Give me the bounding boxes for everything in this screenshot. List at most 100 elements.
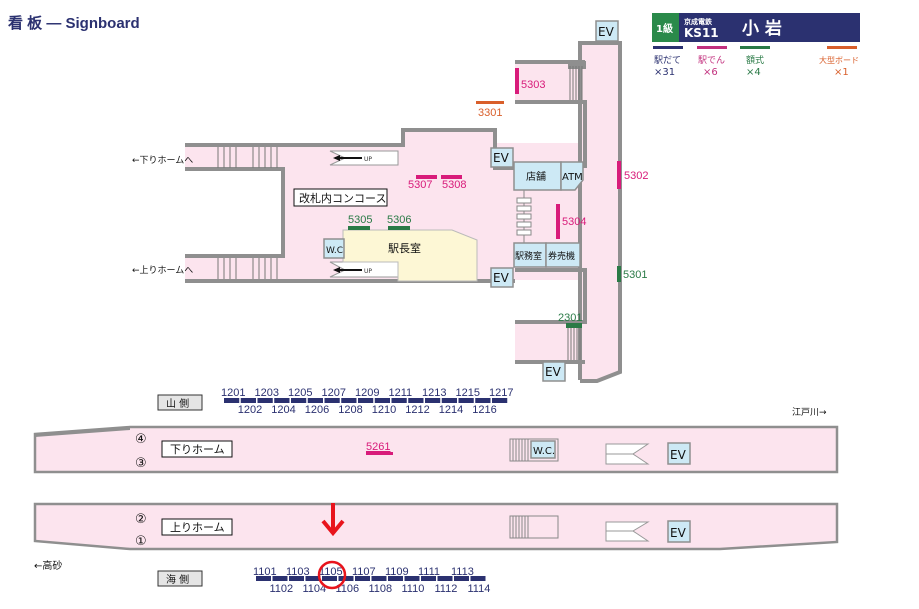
board-label: 1215	[456, 387, 480, 399]
page-title: 看 板 — Signboard	[8, 14, 140, 32]
escalator-up-label: UP	[364, 156, 372, 163]
ev-label: EV	[493, 151, 510, 165]
board-marker	[404, 576, 420, 581]
board-marker	[441, 398, 457, 403]
board-3301-label: 3301	[478, 107, 502, 119]
board-5305-label: 5305	[348, 214, 372, 226]
signboards-concourse: 5303 3301 5307 5308 5305 5306 5302 5304 …	[348, 68, 648, 328]
atm-label: ATM	[562, 172, 583, 183]
board-marker	[305, 576, 321, 581]
board-label: 1113	[451, 566, 474, 578]
stationmaster-label: 駅長室	[388, 241, 421, 255]
to-down-platform-label: ←下りホームへ	[132, 155, 193, 166]
board-marker	[257, 398, 273, 403]
highlight-circle-1105	[317, 560, 347, 590]
elevator-bottom: EV	[542, 361, 566, 382]
escalator-lower: UP	[329, 261, 399, 278]
board-label: 1209	[355, 387, 379, 399]
board-marker	[338, 576, 354, 581]
board-label: 1217	[489, 387, 513, 399]
board-label: 1103	[286, 566, 310, 578]
down-platform-label-box	[161, 440, 233, 458]
concourse-walls	[185, 41, 622, 383]
elevator-lower-concourse: EV	[490, 267, 514, 288]
grade-box	[652, 13, 679, 42]
board-marker	[224, 398, 240, 403]
track-1-label: ①	[135, 534, 147, 549]
board-marker	[256, 576, 271, 581]
board-marker	[291, 398, 307, 403]
up-platform-label: 上りホーム	[170, 521, 225, 534]
board-label: 1216	[472, 404, 496, 416]
legend-swatch-ekidate	[653, 46, 683, 49]
highlight-arrow-icon	[321, 503, 345, 537]
board-label: 1207	[322, 387, 346, 399]
station-office-label: 駅務室	[515, 250, 542, 262]
board-5304-label: 5304	[562, 216, 586, 228]
board-marker	[274, 398, 290, 403]
shop-room	[513, 161, 562, 191]
board-marker	[371, 576, 387, 581]
company-label: 京成電鉄	[684, 17, 713, 26]
atm-room	[560, 161, 584, 191]
board-marker	[470, 576, 486, 581]
board-marker	[307, 398, 323, 403]
board-5304-marker	[556, 204, 560, 239]
legend-count-frame: ×4	[746, 67, 761, 78]
concourse-floor	[185, 43, 620, 380]
ticket-machine-room	[545, 242, 581, 268]
board-label: 1208	[338, 404, 362, 416]
to-edogawa-label: 江戸川→	[792, 407, 827, 418]
stationmaster-room	[342, 229, 478, 282]
board-label: 1203	[255, 387, 279, 399]
board-5302-label: 5302	[624, 170, 648, 182]
elevator-top: EV	[595, 20, 619, 42]
board-label: 1201	[221, 387, 245, 399]
board-5301-label: 5301	[623, 269, 647, 281]
down-platform-stairs	[509, 438, 559, 462]
wc-label: W.C	[326, 246, 343, 256]
board-5307-marker	[416, 175, 437, 179]
mountain-side-box	[157, 394, 203, 411]
down-platform-elevator	[667, 442, 691, 465]
down-platform-escalator	[605, 443, 650, 465]
mountain-side-label: 山 側	[166, 397, 189, 410]
up-platform	[33, 502, 839, 551]
board-2301-label: 2301	[558, 312, 582, 324]
down-platform-ev-label: EV	[670, 448, 687, 462]
board-label: 1206	[305, 404, 329, 416]
sea-side-box	[157, 570, 203, 587]
board-label: 1205	[288, 387, 312, 399]
board-marker	[425, 398, 441, 403]
down-platform-label: 下りホーム	[170, 443, 225, 456]
board-label: 1104	[303, 583, 327, 595]
platform-wc-room	[530, 440, 556, 459]
shop-label: 店舗	[526, 170, 546, 183]
badge-bar	[652, 13, 860, 42]
escalator-up-label: UP	[364, 268, 372, 275]
board-marker	[324, 398, 340, 403]
legend-count-ekidate: ×31	[654, 67, 675, 78]
board-marker	[388, 576, 403, 581]
up-platform-ev-label: EV	[670, 526, 687, 540]
up-platform-escalator	[605, 521, 650, 542]
board-label: 1105	[319, 566, 343, 578]
board-3301-marker	[476, 101, 504, 104]
board-marker	[355, 576, 370, 581]
to-up-platform-label: ←上りホームへ	[132, 265, 193, 276]
board-label: 1112	[435, 583, 458, 595]
ev-label: EV	[598, 25, 615, 39]
board-label: 1102	[270, 583, 294, 595]
board-label: 1211	[389, 387, 413, 399]
ev-label: EV	[545, 365, 562, 379]
board-5301-marker	[617, 266, 621, 282]
legend-name-ekidate: 駅だて	[654, 55, 681, 66]
track-3-label: ③	[135, 456, 147, 471]
legend-swatch-large-board	[827, 46, 857, 49]
board-label: 1212	[405, 404, 429, 416]
station-code: KS11	[684, 26, 719, 40]
board-5305-marker	[348, 226, 370, 230]
board-marker	[421, 576, 436, 581]
board-label: 1108	[369, 583, 393, 595]
